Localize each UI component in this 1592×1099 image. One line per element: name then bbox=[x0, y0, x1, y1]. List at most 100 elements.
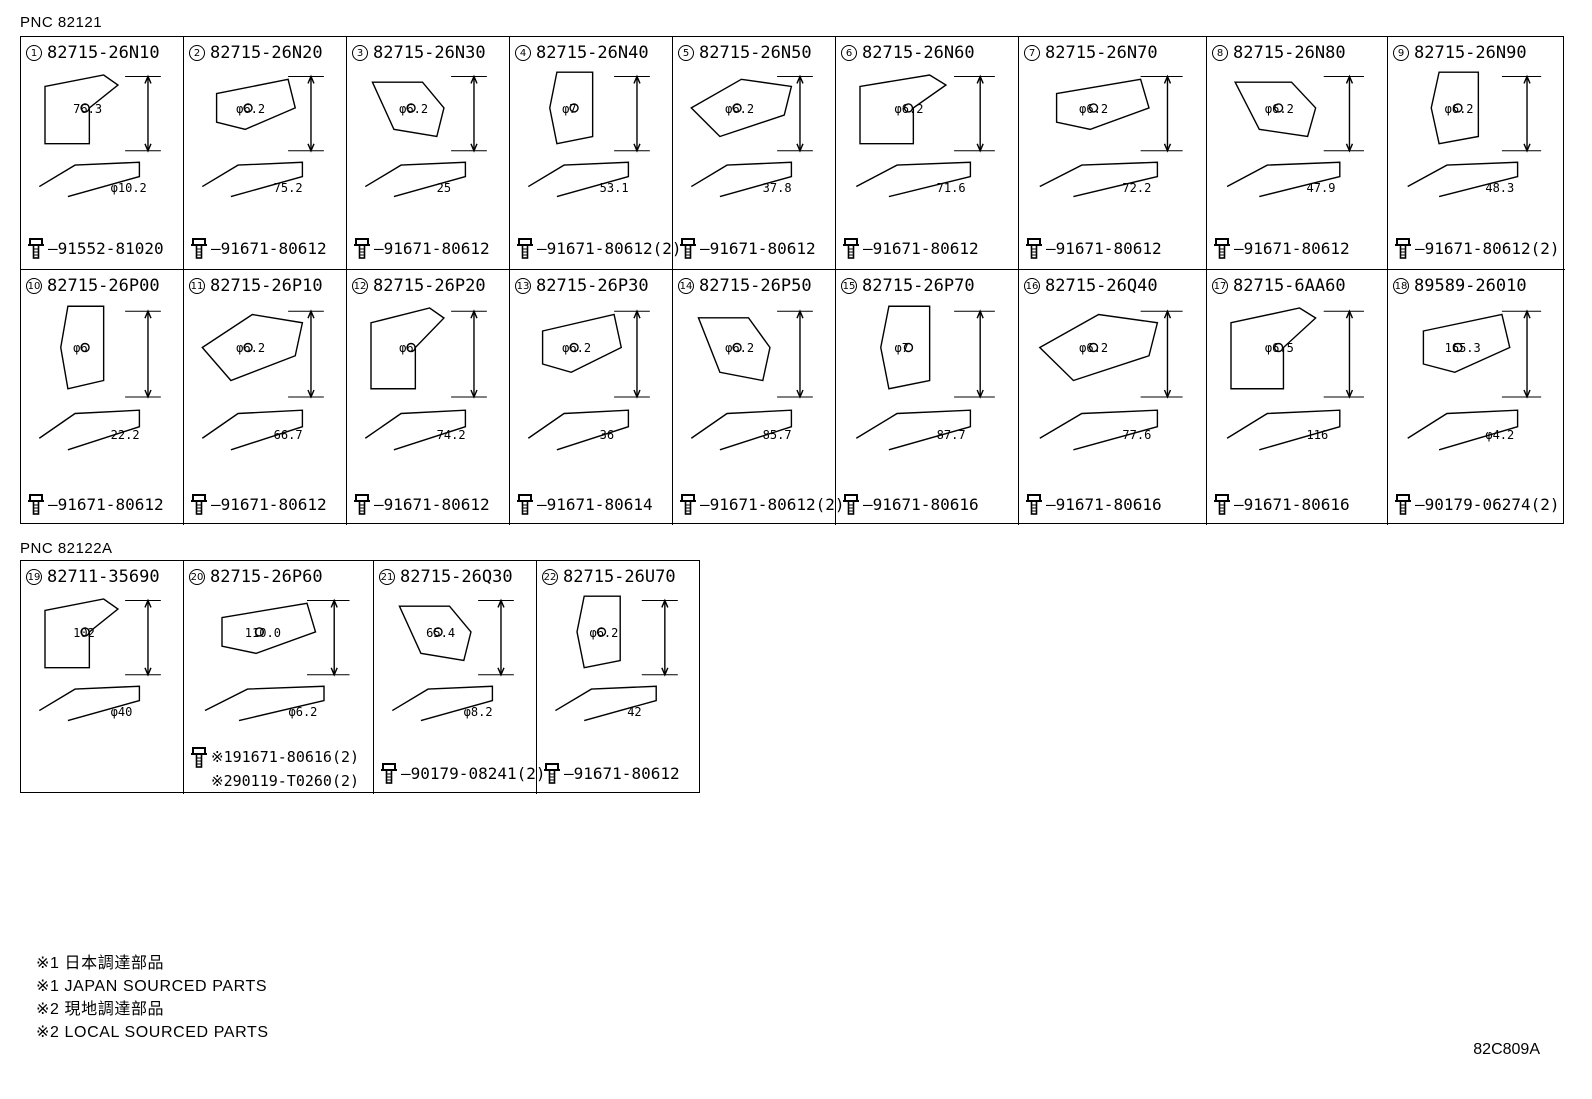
note-line: ※2 LOCAL SOURCED PARTS bbox=[36, 1024, 269, 1041]
part-cell: 16 82715-26Q40 φ6.2 77.6—91671-80616 bbox=[1019, 270, 1207, 525]
dimension-label: 42 bbox=[627, 705, 642, 720]
part-header: 12 82715-26P20 bbox=[352, 276, 486, 296]
bolt-part: —91671-80612 bbox=[543, 762, 680, 784]
part-number: 82715-26P70 bbox=[862, 276, 975, 296]
part-drawing bbox=[840, 298, 1003, 467]
drawing-code: 82C809A bbox=[1473, 1041, 1540, 1058]
part-drawing bbox=[1023, 65, 1191, 212]
part-drawing bbox=[25, 65, 168, 212]
part-number: 82715-6AA60 bbox=[1233, 276, 1346, 296]
part-drawing bbox=[677, 298, 820, 467]
callout-number: 20 bbox=[189, 569, 205, 585]
callout-number: 21 bbox=[379, 569, 395, 585]
part-number: 89589-26010 bbox=[1414, 276, 1527, 296]
bolt-part: ※290119-T0260(2) bbox=[211, 772, 360, 790]
bolt-icon bbox=[680, 494, 696, 515]
bolt-part: —91671-80612 bbox=[353, 493, 490, 515]
part-header: 21 82715-26Q30 bbox=[379, 567, 513, 587]
dimension-label: φ6.2 bbox=[1079, 102, 1109, 117]
dimension-label: 72.2 bbox=[1122, 181, 1152, 196]
part-cell: 7 82715-26N70 φ6.2 72.2—91671-80612 bbox=[1019, 37, 1207, 270]
dimension-label: 110.0 bbox=[244, 626, 281, 641]
bolt-icon bbox=[1026, 494, 1042, 515]
dimension-label: φ40 bbox=[110, 705, 133, 720]
part-header: 14 82715-26P50 bbox=[678, 276, 812, 296]
part-header: 7 82715-26N70 bbox=[1024, 43, 1158, 63]
pnc-label-2: PNC 82122A bbox=[20, 540, 113, 557]
dimension-label: 66.7 bbox=[273, 428, 303, 443]
bolt-icon bbox=[354, 238, 370, 259]
bolt-icon bbox=[1395, 494, 1411, 515]
part-drawing bbox=[677, 65, 820, 212]
bolt-part: —90179-06274(2) bbox=[1394, 493, 1560, 515]
callout-number: 19 bbox=[26, 569, 42, 585]
notes: ※1 日本調達部品 ※1 JAPAN SOURCED PARTS ※2 現地調達… bbox=[36, 952, 269, 1044]
dimension-label: φ6 bbox=[399, 341, 414, 356]
bolt-part: —91671-80612 bbox=[679, 237, 816, 259]
dimension-label: 22.2 bbox=[110, 428, 140, 443]
bolt-icon bbox=[1395, 238, 1411, 259]
dimension-label: 71.6 bbox=[936, 181, 966, 196]
part-header: 10 82715-26P00 bbox=[26, 276, 160, 296]
pnc-label-1: PNC 82121 bbox=[20, 14, 103, 31]
part-cell: 10 82715-26P00 φ6 22.2—91671-80612 bbox=[21, 270, 184, 525]
part-cell: 20 82715-26P60 110.0 φ6.2※191671-80616(2… bbox=[184, 561, 374, 794]
dimension-label: φ4.2 bbox=[1485, 428, 1515, 443]
note-line: ※1 JAPAN SOURCED PARTS bbox=[36, 978, 268, 995]
callout-number: 1 bbox=[26, 45, 42, 61]
part-drawing bbox=[1211, 65, 1372, 212]
part-header: 19 82711-35690 bbox=[26, 567, 160, 587]
dimension-label: 47.9 bbox=[1306, 181, 1336, 196]
dimension-label: φ6.2 bbox=[589, 626, 619, 641]
part-cell: 21 82715-26Q30 65.4 φ8.2—90179-08241(2) bbox=[374, 561, 546, 794]
bolt-part: —91671-80612 bbox=[1213, 237, 1350, 259]
part-number: 82715-26N80 bbox=[1233, 43, 1346, 63]
dimension-label: 25 bbox=[436, 181, 452, 196]
part-drawing bbox=[188, 298, 331, 467]
dimension-label: φ6.2 bbox=[236, 102, 266, 117]
bolt-icon bbox=[843, 238, 859, 259]
part-cell: 11 82715-26P10 φ6.2 66.7—91671-80612 bbox=[184, 270, 347, 525]
callout-number: 16 bbox=[1024, 278, 1040, 294]
part-drawing bbox=[25, 298, 168, 467]
callout-number: 11 bbox=[189, 278, 205, 294]
callout-number: 9 bbox=[1393, 45, 1409, 61]
part-header: 4 82715-26N40 bbox=[515, 43, 649, 63]
part-number: 82715-26N50 bbox=[699, 43, 812, 63]
dimension-label: 36 bbox=[599, 428, 615, 443]
callout-number: 14 bbox=[678, 278, 694, 294]
dimension-label: 37.8 bbox=[762, 181, 792, 196]
part-number: 82715-26N90 bbox=[1414, 43, 1527, 63]
note-line: ※2 現地調達部品 bbox=[36, 1001, 165, 1018]
part-cell: 5 82715-26N50 φ6.2 37.8—91671-80612 bbox=[673, 37, 836, 270]
callout-number: 15 bbox=[841, 278, 857, 294]
parts-grid-2: 19 82711-35690 102 φ40 20 82715-26P60 11… bbox=[20, 560, 700, 794]
part-header: 13 82715-26P30 bbox=[515, 276, 649, 296]
part-drawing bbox=[188, 65, 331, 212]
part-drawing bbox=[25, 589, 168, 736]
part-cell: 14 82715-26P50 φ6.2 85.7—91671-80612(2) bbox=[673, 270, 845, 525]
bolt-part: —91671-80616 bbox=[1213, 493, 1350, 515]
part-cell: 1 82715-26N10 76.3 φ10.2—91552-81020 bbox=[21, 37, 184, 270]
bolt-part: —91671-80612 bbox=[27, 493, 164, 515]
part-header: 5 82715-26N50 bbox=[678, 43, 812, 63]
part-number: 82715-26N60 bbox=[862, 43, 975, 63]
dimension-label: 74.2 bbox=[436, 428, 466, 443]
bolt-part: —91552-81020 bbox=[27, 237, 164, 259]
dimension-label: φ6.2 bbox=[725, 341, 755, 356]
part-header: 1 82715-26N10 bbox=[26, 43, 160, 63]
part-cell: 9 82715-26N90 φ6.2 48.3—91671-80612(2) bbox=[1388, 37, 1565, 270]
part-drawing bbox=[514, 65, 657, 212]
part-cell: 19 82711-35690 102 φ40 bbox=[21, 561, 184, 794]
part-header: 20 82715-26P60 bbox=[189, 567, 323, 587]
dimension-label: 116 bbox=[1306, 428, 1329, 443]
dimension-label: φ10.2 bbox=[110, 181, 147, 196]
bolt-part: —91671-80612 bbox=[842, 237, 979, 259]
dimension-label: φ6.2 bbox=[1444, 102, 1474, 117]
part-number: 82715-26P30 bbox=[536, 276, 649, 296]
part-drawing bbox=[351, 298, 494, 467]
bolt-icon bbox=[191, 494, 207, 515]
dimension-label: 85.7 bbox=[762, 428, 792, 443]
bolt-icon bbox=[354, 494, 370, 515]
part-header: 18 89589-26010 bbox=[1393, 276, 1527, 296]
